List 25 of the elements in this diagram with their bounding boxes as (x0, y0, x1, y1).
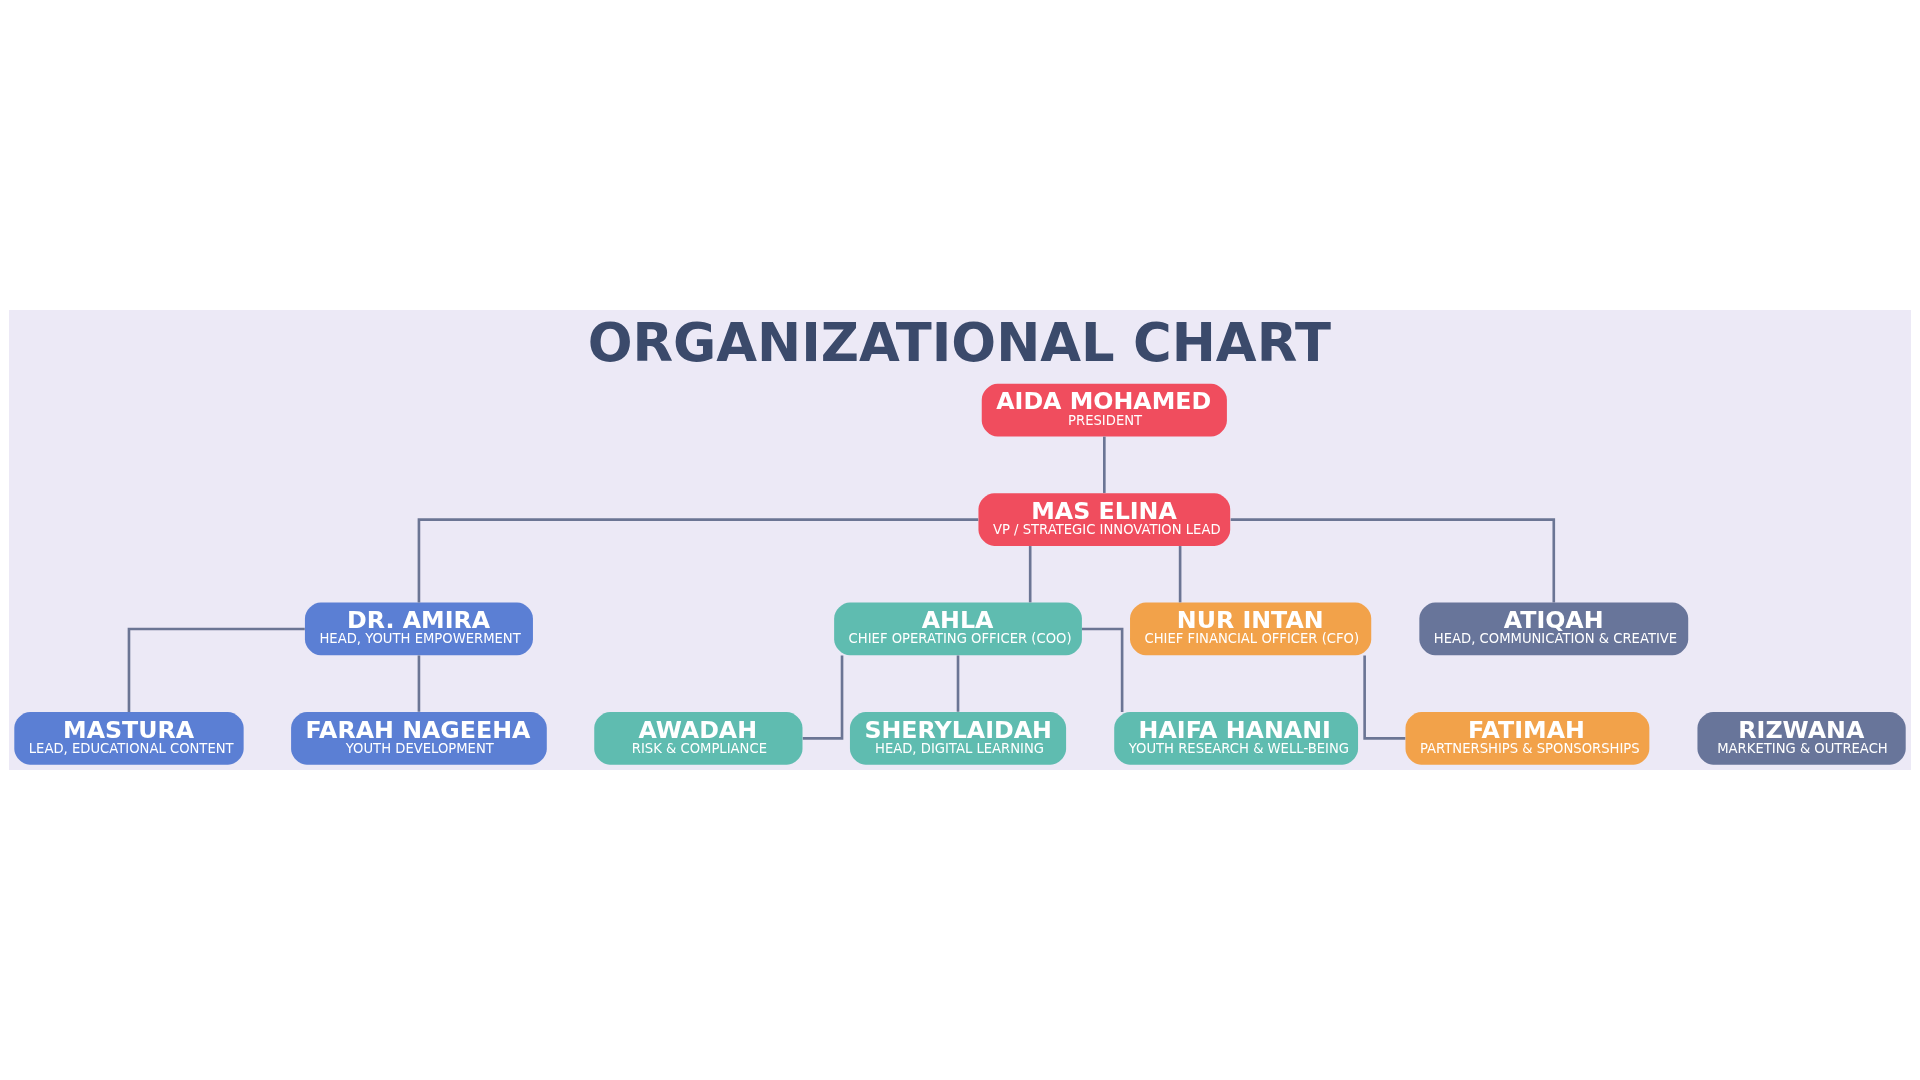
connector (1363, 655, 1406, 740)
node-box: AIDA MOHAMED PRESIDENT (981, 383, 1227, 437)
node-box: ATIQAH HEAD, COMMUNICATION & CREATIVE (1419, 602, 1689, 656)
connector (417, 655, 421, 712)
connector (956, 655, 960, 712)
connector (1028, 546, 1032, 603)
node-box: MAS ELINA VP / STRATEGIC INNOVATION LEAD (978, 493, 1231, 546)
connector (127, 627, 305, 712)
connector (417, 518, 979, 603)
node-box: FATIMAH PARTNERSHIPS & SPONSORSHIPS (1405, 712, 1650, 765)
node-box: DR. AMIRA HEAD, YOUTH EMPOWERMENT (304, 602, 533, 656)
diagram-title: ORGANIZATIONAL CHART (587, 312, 1331, 374)
node-box: SHERYLAIDAH HEAD, DIGITAL LEARNING (849, 712, 1067, 765)
node-box: NUR INTAN CHIEF FINANCIAL OFFICER (CFO) (1130, 602, 1372, 656)
node-box: RIZWANA MARKETING & OUTREACH (1697, 712, 1906, 765)
connector (1230, 518, 1556, 603)
node-box: AHLA CHIEF OPERATING OFFICER (COO) (834, 602, 1082, 656)
connector (1081, 627, 1124, 712)
node-box: AWADAH RISK & COMPLIANCE (594, 712, 803, 765)
node-box: MASTURA LEAD, EDUCATIONAL CONTENT (14, 712, 244, 765)
connector (1103, 436, 1106, 493)
node-box: HAIFA HANANI YOUTH RESEARCH & WELL-BEING (1114, 712, 1359, 765)
node-box: FARAH NAGEEHA YOUTH DEVELOPMENT (291, 712, 547, 765)
connector (802, 655, 844, 740)
connector (1178, 546, 1182, 603)
